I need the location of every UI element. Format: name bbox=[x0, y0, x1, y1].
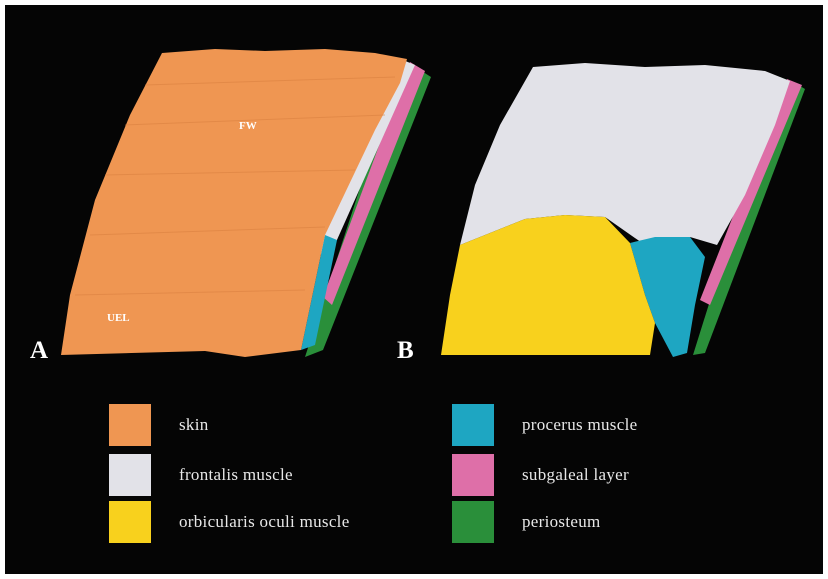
panel-a-rendering bbox=[61, 49, 431, 357]
legend-label: skin bbox=[179, 415, 209, 435]
subgaleal-swatch bbox=[452, 454, 494, 496]
legend-label: subgaleal layer bbox=[522, 465, 629, 485]
panel-b-rendering bbox=[441, 63, 805, 357]
panel-a-skin-surface bbox=[61, 49, 407, 357]
periosteum-swatch bbox=[452, 501, 494, 543]
label-uel: UEL bbox=[107, 313, 130, 324]
procerus-swatch bbox=[452, 404, 494, 446]
legend-label: procerus muscle bbox=[522, 415, 637, 435]
orbicularis-swatch bbox=[109, 501, 151, 543]
figure-frame: A B FW UEL skin frontalis muscle orbicul… bbox=[5, 5, 823, 574]
legend-label: periosteum bbox=[522, 512, 601, 532]
frontalis-swatch bbox=[109, 454, 151, 496]
panel-a-letter: A bbox=[30, 338, 48, 363]
legend-label: orbicularis oculi muscle bbox=[179, 512, 350, 532]
legend-label: frontalis muscle bbox=[179, 465, 293, 485]
label-fw: FW bbox=[239, 121, 257, 132]
skin-swatch bbox=[109, 404, 151, 446]
panel-b-letter: B bbox=[397, 338, 414, 363]
